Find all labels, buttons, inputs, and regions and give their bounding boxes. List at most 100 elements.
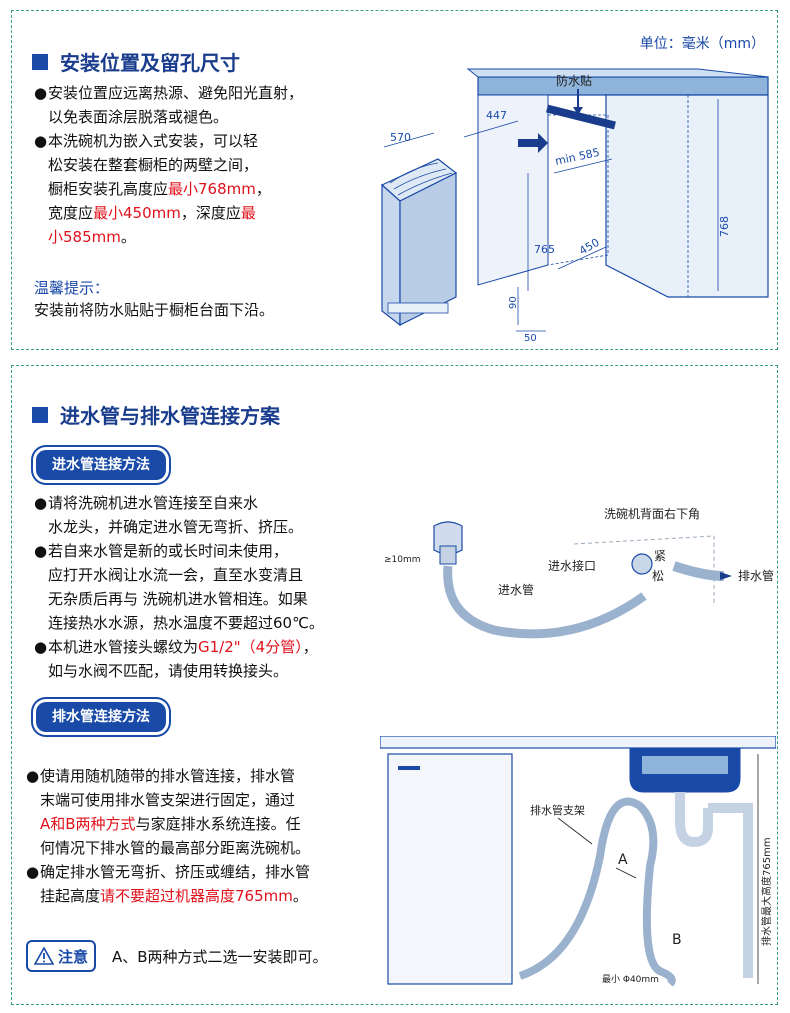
insert-arrow-icon bbox=[518, 133, 548, 153]
bullet-line: A和B两种方式与家庭排水系统连接。任 bbox=[40, 812, 386, 836]
bullet-text: 使请用随机随带的排水管连接，排水管 bbox=[40, 767, 296, 785]
dim-10mm: ≥10mm bbox=[384, 555, 421, 565]
bullet-line: 水龙头，并确定进水管无弯折、挤压。 bbox=[48, 515, 394, 539]
bullet-text: 安装位置应远离热源、避免阳光直射， bbox=[48, 84, 304, 102]
drain-hose bbox=[518, 797, 676, 986]
bullet-line: 如与水阀不匹配，请使用转换接头。 bbox=[48, 659, 394, 683]
section-title-install: 安装位置及留孔尺寸 bbox=[32, 47, 240, 76]
bullet-item: ●请将洗碗机进水管连接至自来水水龙头，并确定进水管无弯折、挤压。 bbox=[34, 491, 394, 539]
section-title-connection: 进水管与排水管连接方案 bbox=[32, 400, 280, 429]
bullet-dot-icon: ● bbox=[34, 494, 48, 512]
bullet-dot-icon: ● bbox=[26, 767, 40, 785]
bullet-text: 连接热水水源，热水温度不要超过60℃。 bbox=[48, 614, 324, 632]
bullet-text: A和B两种方式 bbox=[40, 815, 136, 833]
drain-bullets: ●使请用随机随带的排水管连接，排水管末端可使用排水管支架进行固定，通过 A和B两种… bbox=[26, 764, 386, 908]
max-height-label: 排水管最大高度765mm bbox=[760, 837, 773, 946]
water-connection-panel: 进水管与排水管连接方案 进水管连接方法 ●请将洗碗机进水管连接至自来水水龙头，并… bbox=[11, 365, 778, 1005]
tip-text: 安装前将防水贴贴于橱柜台面下沿。 bbox=[34, 301, 275, 319]
option-b-label: B bbox=[672, 932, 682, 948]
inlet-method-pill: 进水管连接方法 bbox=[36, 450, 166, 480]
bullet-text: 本洗碗机为嵌入式安装，可以轻 bbox=[48, 132, 259, 150]
dim-447: 447 bbox=[486, 109, 507, 122]
bracket-label: 排水管支架 bbox=[530, 803, 585, 817]
bullet-text: 最小768mm bbox=[168, 180, 256, 198]
dim-min585: min 585 bbox=[554, 146, 601, 168]
min-dia-label: 最小 Φ40mm bbox=[602, 974, 659, 985]
dim-90: 90 bbox=[508, 296, 519, 309]
section-title-text: 进水管与排水管连接方案 bbox=[60, 404, 280, 428]
bullet-text: 宽度应 bbox=[48, 204, 94, 222]
tight-label: 紧 bbox=[654, 549, 666, 563]
bullet-dot-icon: ● bbox=[34, 542, 48, 560]
inlet-diagram: 洗碗机背面右下角 进水接口 紧 松 排水管 ≥10mm 进水管 bbox=[384, 506, 774, 639]
tape-label: 防水贴 bbox=[556, 73, 592, 88]
installation-panel: 安装位置及留孔尺寸 单位：毫米（mm） ●安装位置应远离热源、避免阳光直射， 以免… bbox=[11, 10, 778, 350]
bullet-text: 如与水阀不匹配，请使用转换接头。 bbox=[48, 662, 289, 680]
bullet-text: 橱柜安装孔高度应 bbox=[48, 180, 169, 198]
bullet-line: 若自来水管是新的或长时间未使用， bbox=[48, 539, 394, 563]
drain-hose-label: 排水管 bbox=[738, 568, 774, 583]
bullet-text: 末端可使用排水管支架进行固定，通过 bbox=[40, 791, 296, 809]
back-corner-label: 洗碗机背面右下角 bbox=[604, 506, 700, 521]
bullet-line: 末端可使用排水管支架进行固定，通过 bbox=[40, 788, 386, 812]
bullet-line: 本洗碗机为嵌入式安装，可以轻 bbox=[48, 129, 379, 153]
counter bbox=[380, 736, 776, 749]
bullet-dot-icon: ● bbox=[34, 84, 48, 102]
bullet-line: 无杂质后再与 洗碗机进水管相连。如果 bbox=[48, 587, 394, 611]
bullet-item: ●确定排水管无弯折、挤压或缠结，排水管挂起高度请不要超过机器高度765mm。 bbox=[26, 860, 386, 908]
drain-method-pill: 排水管连接方法 bbox=[36, 702, 166, 732]
bullet-line: 以免表面涂层脱落或褪色。 bbox=[48, 105, 379, 129]
bullet-line: 使请用随机随带的排水管连接，排水管 bbox=[40, 764, 386, 788]
bullet-line: 橱柜安装孔高度应最小768mm， bbox=[48, 177, 379, 201]
trap-pipe bbox=[675, 792, 713, 848]
bullet-text: 请将洗碗机进水管连接至自来水 bbox=[48, 494, 259, 512]
drain-hose-stub bbox=[672, 561, 725, 581]
bullet-text: 何情况下排水管的最高部分距离洗碗机。 bbox=[40, 839, 311, 857]
bullet-line: 应打开水阀让水流一会，直至水变清且 bbox=[48, 563, 394, 587]
countertop bbox=[477, 76, 769, 96]
bullet-item: ●若自来水管是新的或长时间未使用， 应打开水阀让水流一会，直至水变清且无杂质后再与… bbox=[34, 539, 394, 635]
bullet-item: ●使请用随机随带的排水管连接，排水管末端可使用排水管支架进行固定，通过 A和B两种… bbox=[26, 764, 386, 860]
bullet-item: ●本洗碗机为嵌入式安装，可以轻松安装在整套橱柜的两壁之间，橱柜安装孔高度应最小7… bbox=[34, 129, 379, 249]
option-a-label: A bbox=[618, 852, 628, 868]
bullet-text: 以免表面涂层脱落或褪色。 bbox=[48, 108, 229, 126]
inlet-port-label: 进水接口 bbox=[548, 558, 596, 573]
bullet-line: 连接热水水源，热水温度不要超过60℃。 bbox=[48, 611, 394, 635]
dishwasher-front bbox=[387, 753, 513, 985]
drain-diagram: 排水管支架 A B 最小 Φ40mm 排水管最大高度765mm bbox=[380, 736, 776, 986]
bullet-line: 安装位置应远离热源、避免阳光直射， bbox=[48, 81, 379, 105]
bullet-text: 水龙头，并确定进水管无弯折、挤压。 bbox=[48, 518, 304, 536]
note-text: A、B两种方式二选一安装即可。 bbox=[112, 948, 328, 966]
install-bullets: ●安装位置应远离热源、避免阳光直射，以免表面涂层脱落或褪色。●本洗碗机为嵌入式安… bbox=[34, 81, 379, 249]
bullet-text: 应打开水阀让水流一会，直至水变清且 bbox=[48, 566, 304, 584]
section-square-icon bbox=[32, 406, 48, 423]
bullet-line: 确定排水管无弯折、挤压或缠结，排水管 bbox=[40, 860, 386, 884]
dishwasher-body bbox=[399, 172, 457, 326]
section-square-icon bbox=[32, 53, 48, 70]
section-title-text: 安装位置及留孔尺寸 bbox=[60, 51, 240, 75]
bullet-text: 松安装在整套橱柜的两壁之间， bbox=[48, 156, 259, 174]
bullet-line: 宽度应最小450mm，深度应最 bbox=[48, 201, 379, 225]
bullet-text: ，深度应 bbox=[180, 204, 241, 222]
bullet-text: 。 bbox=[292, 887, 308, 905]
bullet-line: 松安装在整套橱柜的两壁之间， bbox=[48, 153, 379, 177]
bullet-text: 确定排水管无弯折、挤压或缠结，排水管 bbox=[40, 863, 311, 881]
unit-label: 单位：毫米（mm） bbox=[639, 36, 765, 52]
bullet-text: 挂起高度 bbox=[40, 887, 101, 905]
inlet-hose bbox=[443, 565, 647, 639]
bullet-line: 小585mm。 bbox=[48, 225, 379, 249]
bullet-text: 最小450mm bbox=[93, 204, 181, 222]
bullet-line: 本机进水管接头螺纹为G1/2"（4分管）， bbox=[48, 635, 394, 659]
bullet-text: ， bbox=[302, 638, 318, 656]
bullet-dot-icon: ● bbox=[34, 638, 48, 656]
inlet-hose-label: 进水管 bbox=[498, 582, 534, 597]
waterproof-tape bbox=[546, 104, 616, 130]
bullet-text: 小585mm bbox=[48, 228, 121, 246]
dim-765: 765 bbox=[534, 243, 555, 256]
inlet-bullets: ●请将洗碗机进水管连接至自来水水龙头，并确定进水管无弯折、挤压。●若自来水管是新… bbox=[34, 491, 394, 683]
loose-label: 松 bbox=[652, 569, 664, 583]
bullet-text: G1/2"（4分管） bbox=[198, 638, 303, 656]
bullet-text: 请不要超过机器高度765mm bbox=[100, 887, 293, 905]
left-cabinet-wall bbox=[477, 94, 549, 286]
bullet-text: 无杂质后再与 洗碗机进水管相连。如果 bbox=[48, 590, 308, 608]
